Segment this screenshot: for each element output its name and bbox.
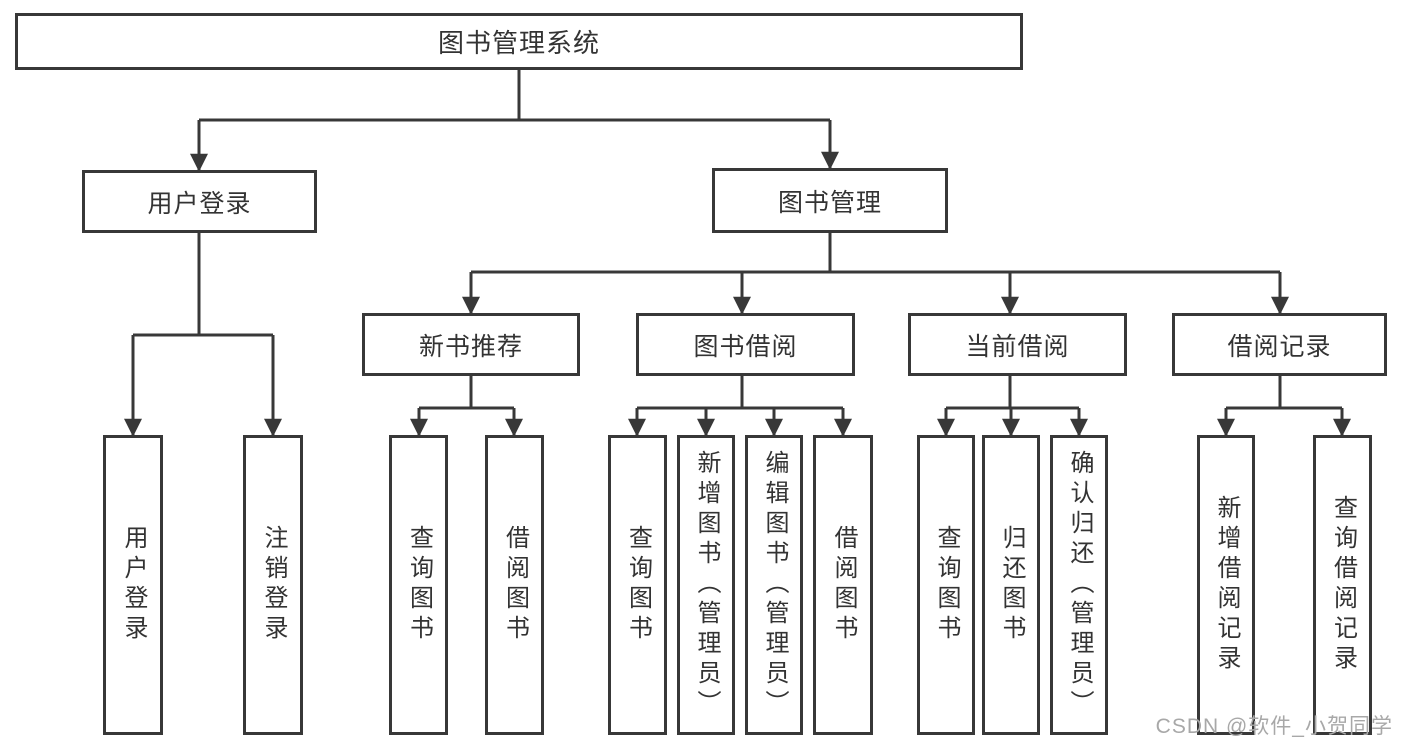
node-new-book-recommend: 新书推荐: [362, 313, 580, 376]
node-confirm-return-admin: 确认归还（管理员）: [1050, 435, 1108, 735]
node-add-book-admin: 新增图书（管理员）: [677, 435, 735, 735]
node-user-login-leaf: 用户登录: [103, 435, 163, 735]
node-current-borrowing: 当前借阅: [908, 313, 1127, 376]
node-borrow-books-2: 借阅图书: [813, 435, 873, 735]
node-book-borrowing: 图书借阅: [636, 313, 855, 376]
node-logout: 注销登录: [243, 435, 303, 735]
node-user-login: 用户登录: [82, 170, 317, 233]
node-query-books-2: 查询图书: [608, 435, 667, 735]
node-add-borrow-record: 新增借阅记录: [1197, 435, 1255, 735]
csdn-watermark: CSDN @软件_小贺同学: [1155, 715, 1393, 738]
node-return-books: 归还图书: [982, 435, 1040, 735]
node-borrowing-records: 借阅记录: [1172, 313, 1387, 376]
node-query-books-1: 查询图书: [389, 435, 448, 735]
node-library-system: 图书管理系统: [15, 13, 1023, 70]
node-edit-book-admin: 编辑图书（管理员）: [745, 435, 803, 735]
node-borrow-books-1: 借阅图书: [485, 435, 544, 735]
node-book-management: 图书管理: [712, 168, 948, 233]
node-query-books-3: 查询图书: [917, 435, 975, 735]
node-query-borrow-record: 查询借阅记录: [1313, 435, 1372, 735]
